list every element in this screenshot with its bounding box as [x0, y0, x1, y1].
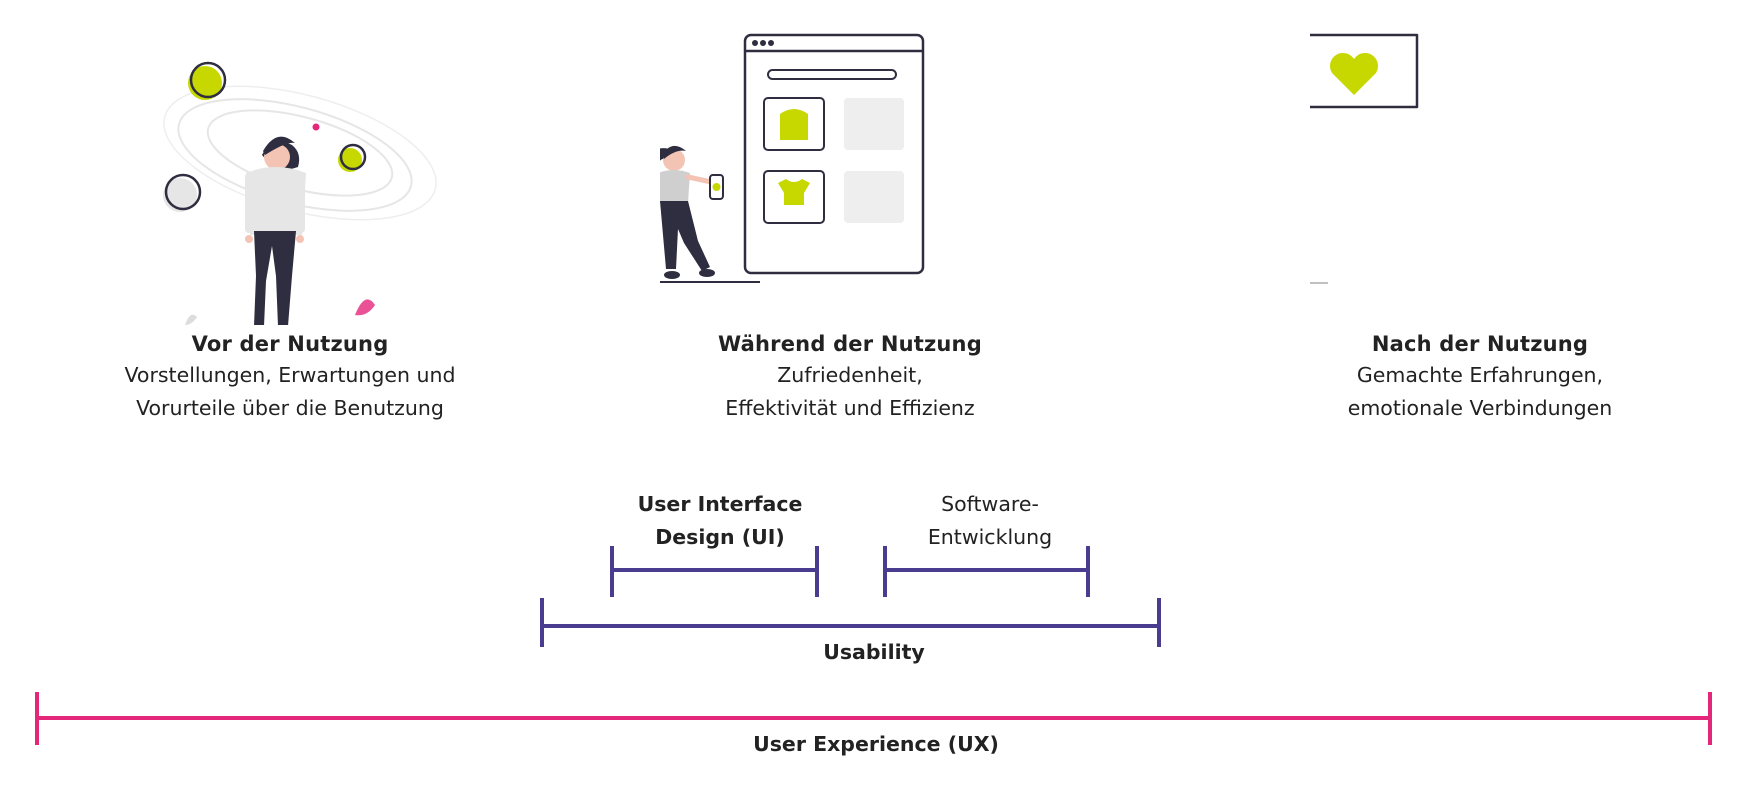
floating-circle-icon [163, 173, 202, 212]
user-experience-label: User Experience (UX) [753, 732, 999, 756]
heart-icon [1329, 52, 1379, 95]
stage-description-line: emotionale Verbindungen [1347, 396, 1613, 420]
software-development-label: Software- Entwicklung [870, 488, 1110, 554]
stage-title: Während der Nutzung [718, 332, 982, 356]
stage-description-line: Zufriedenheit, [777, 363, 923, 387]
woman-with-phone-figure [660, 145, 724, 279]
browser-window-icon [743, 33, 925, 275]
floating-circle-icon [188, 61, 227, 100]
ui-design-label: User Interface Design (UI) [600, 488, 840, 554]
ui-design-bracket [610, 546, 819, 597]
stage-during-use: Während der Nutzung Zufriedenheit, Effek… [640, 329, 1060, 425]
after-use-illustration [1310, 33, 1419, 284]
stage-after-use: Nach der Nutzung Gemachte Erfahrungen, e… [1270, 329, 1690, 425]
floating-circle-icon [338, 143, 367, 172]
user-experience-bracket [35, 692, 1712, 745]
stage-description-line: Gemachte Erfahrungen, [1356, 363, 1604, 387]
software-development-bracket [883, 546, 1090, 597]
usability-label: Usability [823, 640, 925, 664]
ui-design-label-line: Design (UI) [655, 525, 785, 549]
stage-description-line: Effektivität und Effizienz [725, 396, 975, 420]
usability-bracket [540, 598, 1161, 647]
woman-figure [245, 136, 306, 325]
software-development-label-line: Software- [941, 492, 1039, 516]
stage-description-line: Vorurteile über die Benutzung [136, 396, 444, 420]
software-development-label-line: Entwicklung [927, 525, 1053, 549]
stage-title: Nach der Nutzung [1371, 332, 1589, 356]
stage-title: Vor der Nutzung [191, 332, 389, 356]
before-use-illustration [163, 61, 437, 325]
during-use-illustration [660, 33, 925, 283]
ui-design-label-line: User Interface [637, 492, 803, 516]
stage-description-line: Vorstellungen, Erwartungen und [124, 363, 456, 387]
stage-before-use: Vor der Nutzung Vorstellungen, Erwartung… [80, 329, 500, 425]
